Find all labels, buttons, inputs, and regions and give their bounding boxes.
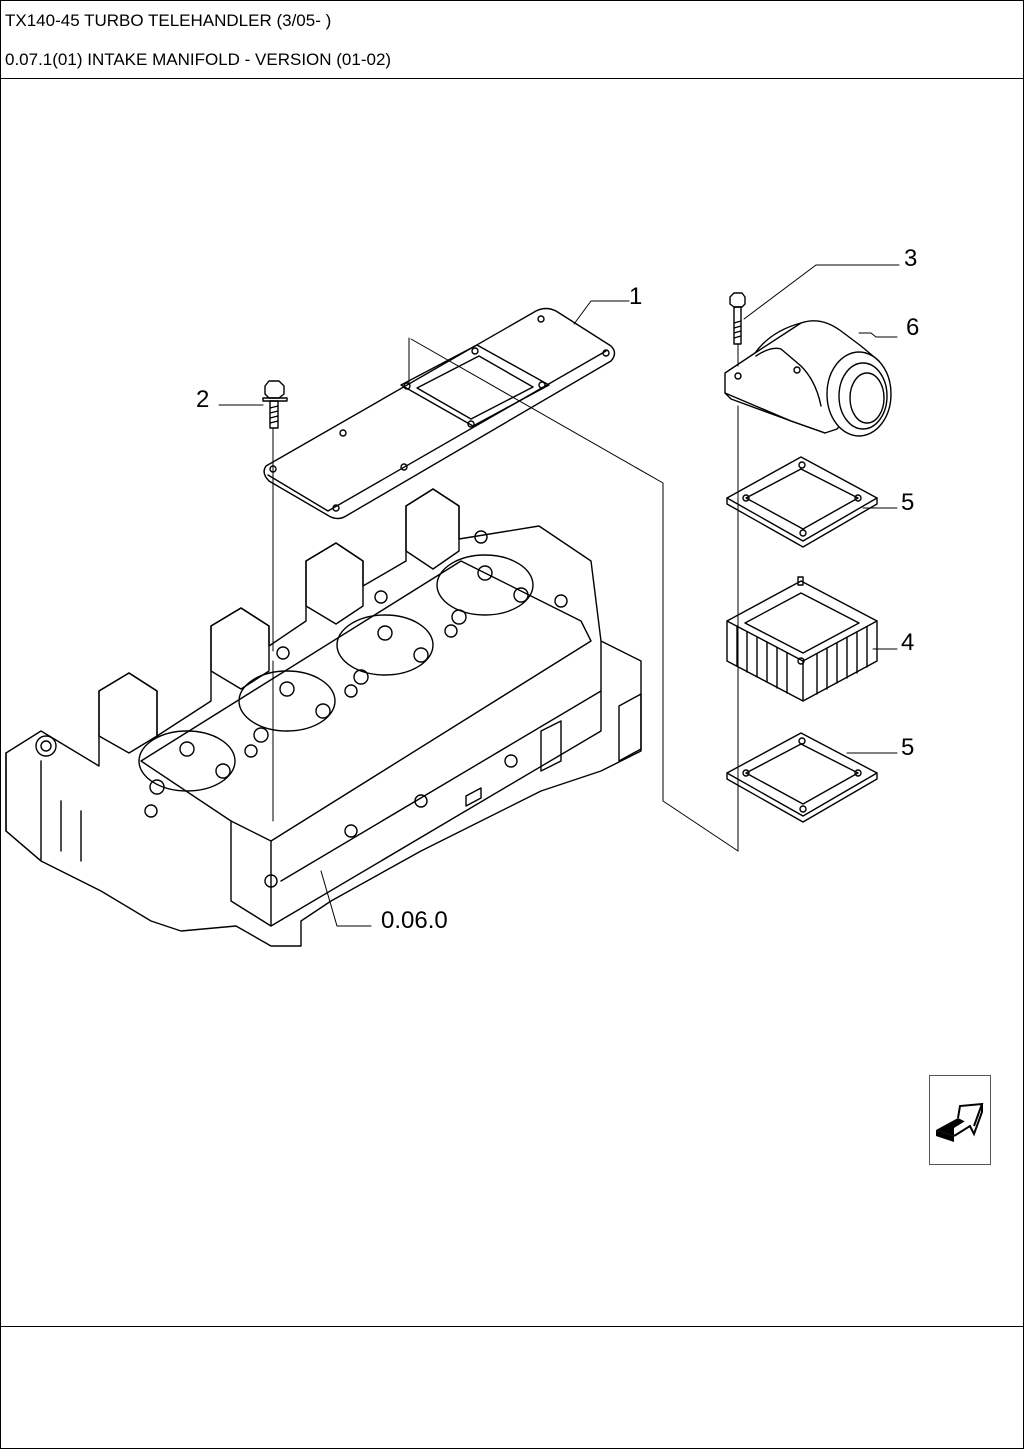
callout-5-lower: 5 xyxy=(901,734,914,761)
gasket-part-5-upper xyxy=(726,456,878,548)
gasket-part-5-lower xyxy=(726,732,878,823)
bolt-part-3 xyxy=(729,292,746,345)
intake-cover-plate xyxy=(263,307,616,520)
callout-5-upper: 5 xyxy=(901,489,914,516)
bolt-part-2 xyxy=(262,380,288,429)
header-divider xyxy=(1,78,1023,79)
spacer-block-part-4 xyxy=(726,576,878,702)
footer-divider xyxy=(1,1326,1023,1327)
callout-1: 1 xyxy=(629,283,642,310)
inlet-elbow-part-6 xyxy=(724,320,892,437)
section-title: 0.07.1(01) INTAKE MANIFOLD - VERSION (01… xyxy=(5,50,392,69)
cylinder-head-assembly xyxy=(5,488,642,947)
callout-6: 6 xyxy=(906,314,919,341)
model-title: TX140-45 TURBO TELEHANDLER (3/05- ) xyxy=(5,11,332,30)
leader-lines xyxy=(218,264,900,927)
callout-4: 4 xyxy=(901,629,914,656)
next-page-arrow-icon xyxy=(936,1102,984,1142)
callout-ref-cylinder-head: 0.06.0 xyxy=(381,907,448,934)
callout-2: 2 xyxy=(196,386,209,413)
next-page-button[interactable] xyxy=(929,1075,991,1165)
exploded-view-diagram: 1 2 3 6 5 4 5 0.06.0 xyxy=(5,245,919,947)
callout-3: 3 xyxy=(904,245,917,272)
